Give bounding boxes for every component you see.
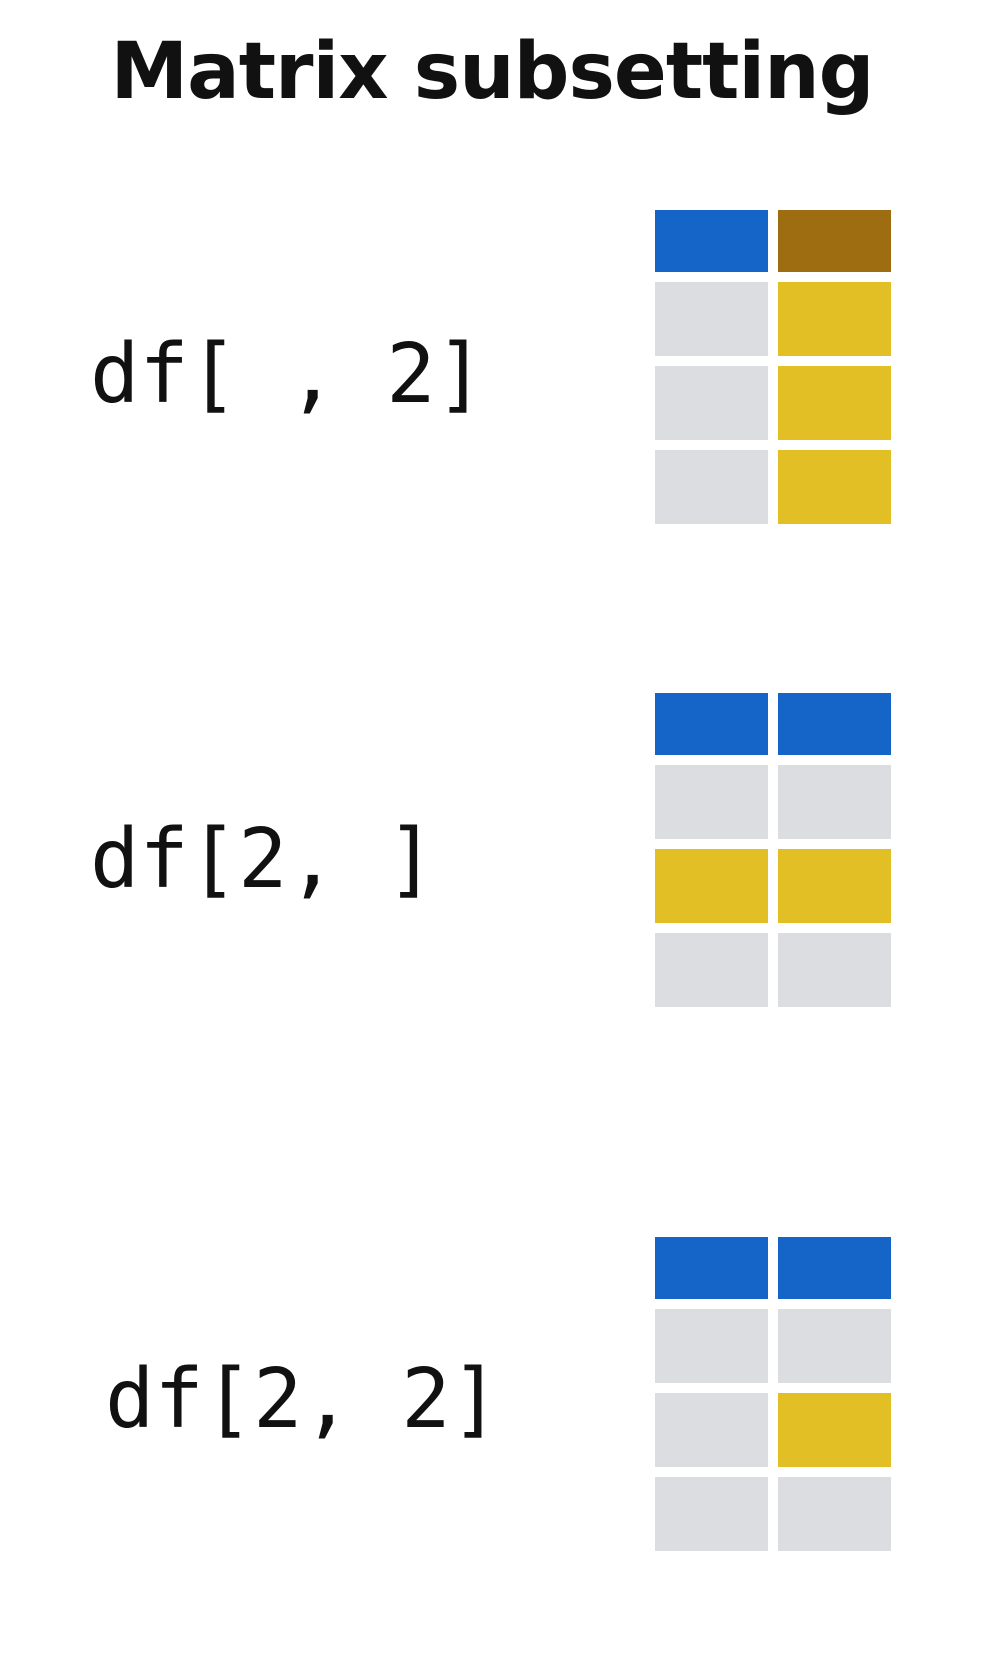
grid-row bbox=[655, 282, 891, 356]
grid-cell-header bbox=[655, 1237, 768, 1299]
grid-row-subset bbox=[655, 693, 891, 1017]
grid-column-subset bbox=[655, 210, 891, 534]
grid-cell-header bbox=[655, 693, 768, 755]
grid-cell-empty bbox=[778, 1477, 891, 1551]
grid-row bbox=[655, 849, 891, 923]
grid-cell-empty bbox=[655, 765, 768, 839]
grid-row bbox=[655, 933, 891, 1007]
grid-cell-selected bbox=[778, 282, 891, 356]
grid-cell-empty bbox=[778, 933, 891, 1007]
grid-cell-selected bbox=[778, 450, 891, 524]
grid-header-row bbox=[655, 693, 891, 755]
code-column-subset: df[ , 2] bbox=[90, 327, 485, 422]
grid-cell-header bbox=[778, 693, 891, 755]
grid-cell-empty bbox=[778, 765, 891, 839]
grid-cell-empty bbox=[655, 1309, 768, 1383]
grid-cell-empty bbox=[655, 1393, 768, 1467]
grid-header-row bbox=[655, 210, 891, 272]
grid-cell-subset bbox=[655, 1237, 891, 1561]
grid-header-row bbox=[655, 1237, 891, 1299]
grid-cell-empty bbox=[778, 1309, 891, 1383]
grid-cell-header bbox=[655, 210, 768, 272]
grid-cell-header-selected bbox=[778, 210, 891, 272]
grid-cell-selected bbox=[778, 366, 891, 440]
grid-cell-empty bbox=[655, 282, 768, 356]
grid-row bbox=[655, 1393, 891, 1467]
grid-cell-header bbox=[778, 1237, 891, 1299]
grid-cell-selected bbox=[655, 849, 768, 923]
grid-cell-selected bbox=[778, 849, 891, 923]
grid-cell-empty bbox=[655, 1477, 768, 1551]
grid-cell-empty bbox=[655, 933, 768, 1007]
grid-cell-empty bbox=[655, 366, 768, 440]
grid-row bbox=[655, 765, 891, 839]
grid-row bbox=[655, 1477, 891, 1551]
page-title: Matrix subsetting bbox=[110, 27, 875, 117]
grid-row bbox=[655, 1309, 891, 1383]
code-row-subset: df[2, ] bbox=[90, 812, 436, 907]
grid-cell-selected bbox=[778, 1393, 891, 1467]
grid-row bbox=[655, 366, 891, 440]
code-cell-subset: df[2, 2] bbox=[105, 1352, 500, 1447]
grid-row bbox=[655, 450, 891, 524]
grid-cell-empty bbox=[655, 450, 768, 524]
